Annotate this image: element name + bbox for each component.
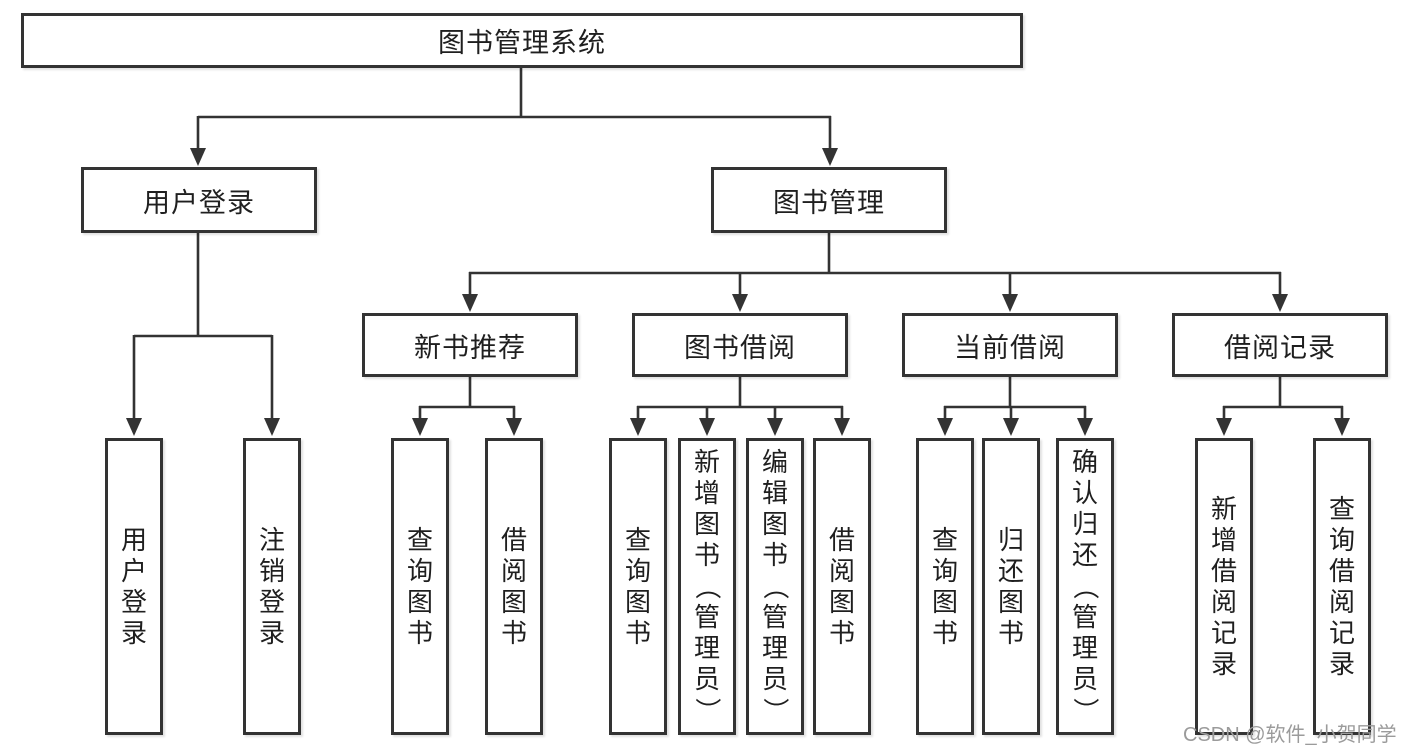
node-user-login-branch: 用户登录 (81, 167, 317, 233)
node-label: 当前借阅 (954, 332, 1066, 363)
leaf-add-books-admin: 新增图书（管理员） (678, 438, 736, 735)
leaf-user-login: 用户登录 (105, 438, 163, 735)
leaf-query-books-current: 查询图书 (916, 438, 974, 735)
leaf-label: 借阅图书 (500, 524, 527, 648)
leaf-borrow-books-borrowing: 借阅图书 (813, 438, 871, 735)
leaf-query-borrow-record: 查询借阅记录 (1313, 438, 1371, 735)
leaf-confirm-return-admin: 确认归还（管理员） (1056, 438, 1114, 735)
node-label: 图书管理系统 (438, 28, 606, 58)
node-label: 图书借阅 (684, 332, 796, 363)
leaf-add-borrow-record: 新增借阅记录 (1195, 438, 1253, 735)
leaf-label: 查询图书 (624, 524, 651, 648)
leaf-label: 用户登录 (120, 524, 147, 648)
leaf-label: 查询借阅记录 (1328, 493, 1355, 679)
arrowheads (126, 148, 1350, 436)
node-label: 用户登录 (143, 187, 255, 218)
node-current-borrowing: 当前借阅 (902, 313, 1118, 377)
leaf-label: 确认归还（管理员） (1070, 447, 1101, 724)
leaf-query-books-borrowing: 查询图书 (609, 438, 667, 735)
node-label: 借阅记录 (1224, 332, 1336, 363)
leaf-label: 注销登录 (258, 524, 285, 648)
leaf-logout: 注销登录 (243, 438, 301, 735)
leaf-label: 新增借阅记录 (1210, 493, 1237, 679)
leaf-return-books: 归还图书 (982, 438, 1040, 735)
node-book-management-branch: 图书管理 (711, 167, 947, 233)
node-library-management-system: 图书管理系统 (21, 13, 1023, 68)
leaf-label: 新增图书（管理员） (692, 447, 723, 724)
node-borrowing-records: 借阅记录 (1172, 313, 1388, 377)
node-new-book-recommendation: 新书推荐 (362, 313, 578, 377)
leaf-label: 编辑图书（管理员） (760, 447, 791, 724)
leaf-borrow-books-recommend: 借阅图书 (485, 438, 543, 735)
node-book-borrowing: 图书借阅 (632, 313, 848, 377)
leaf-label: 归还图书 (997, 524, 1024, 648)
leaf-label: 查询图书 (406, 524, 433, 648)
leaf-query-books-recommend: 查询图书 (391, 438, 449, 735)
csdn-watermark: CSDN @软件_小贺同学 (1183, 724, 1397, 746)
leaf-label: 借阅图书 (828, 524, 855, 648)
node-label: 新书推荐 (414, 332, 526, 363)
leaf-edit-books-admin: 编辑图书（管理员） (746, 438, 804, 735)
leaf-label: 查询图书 (931, 524, 958, 648)
node-label: 图书管理 (773, 187, 885, 218)
